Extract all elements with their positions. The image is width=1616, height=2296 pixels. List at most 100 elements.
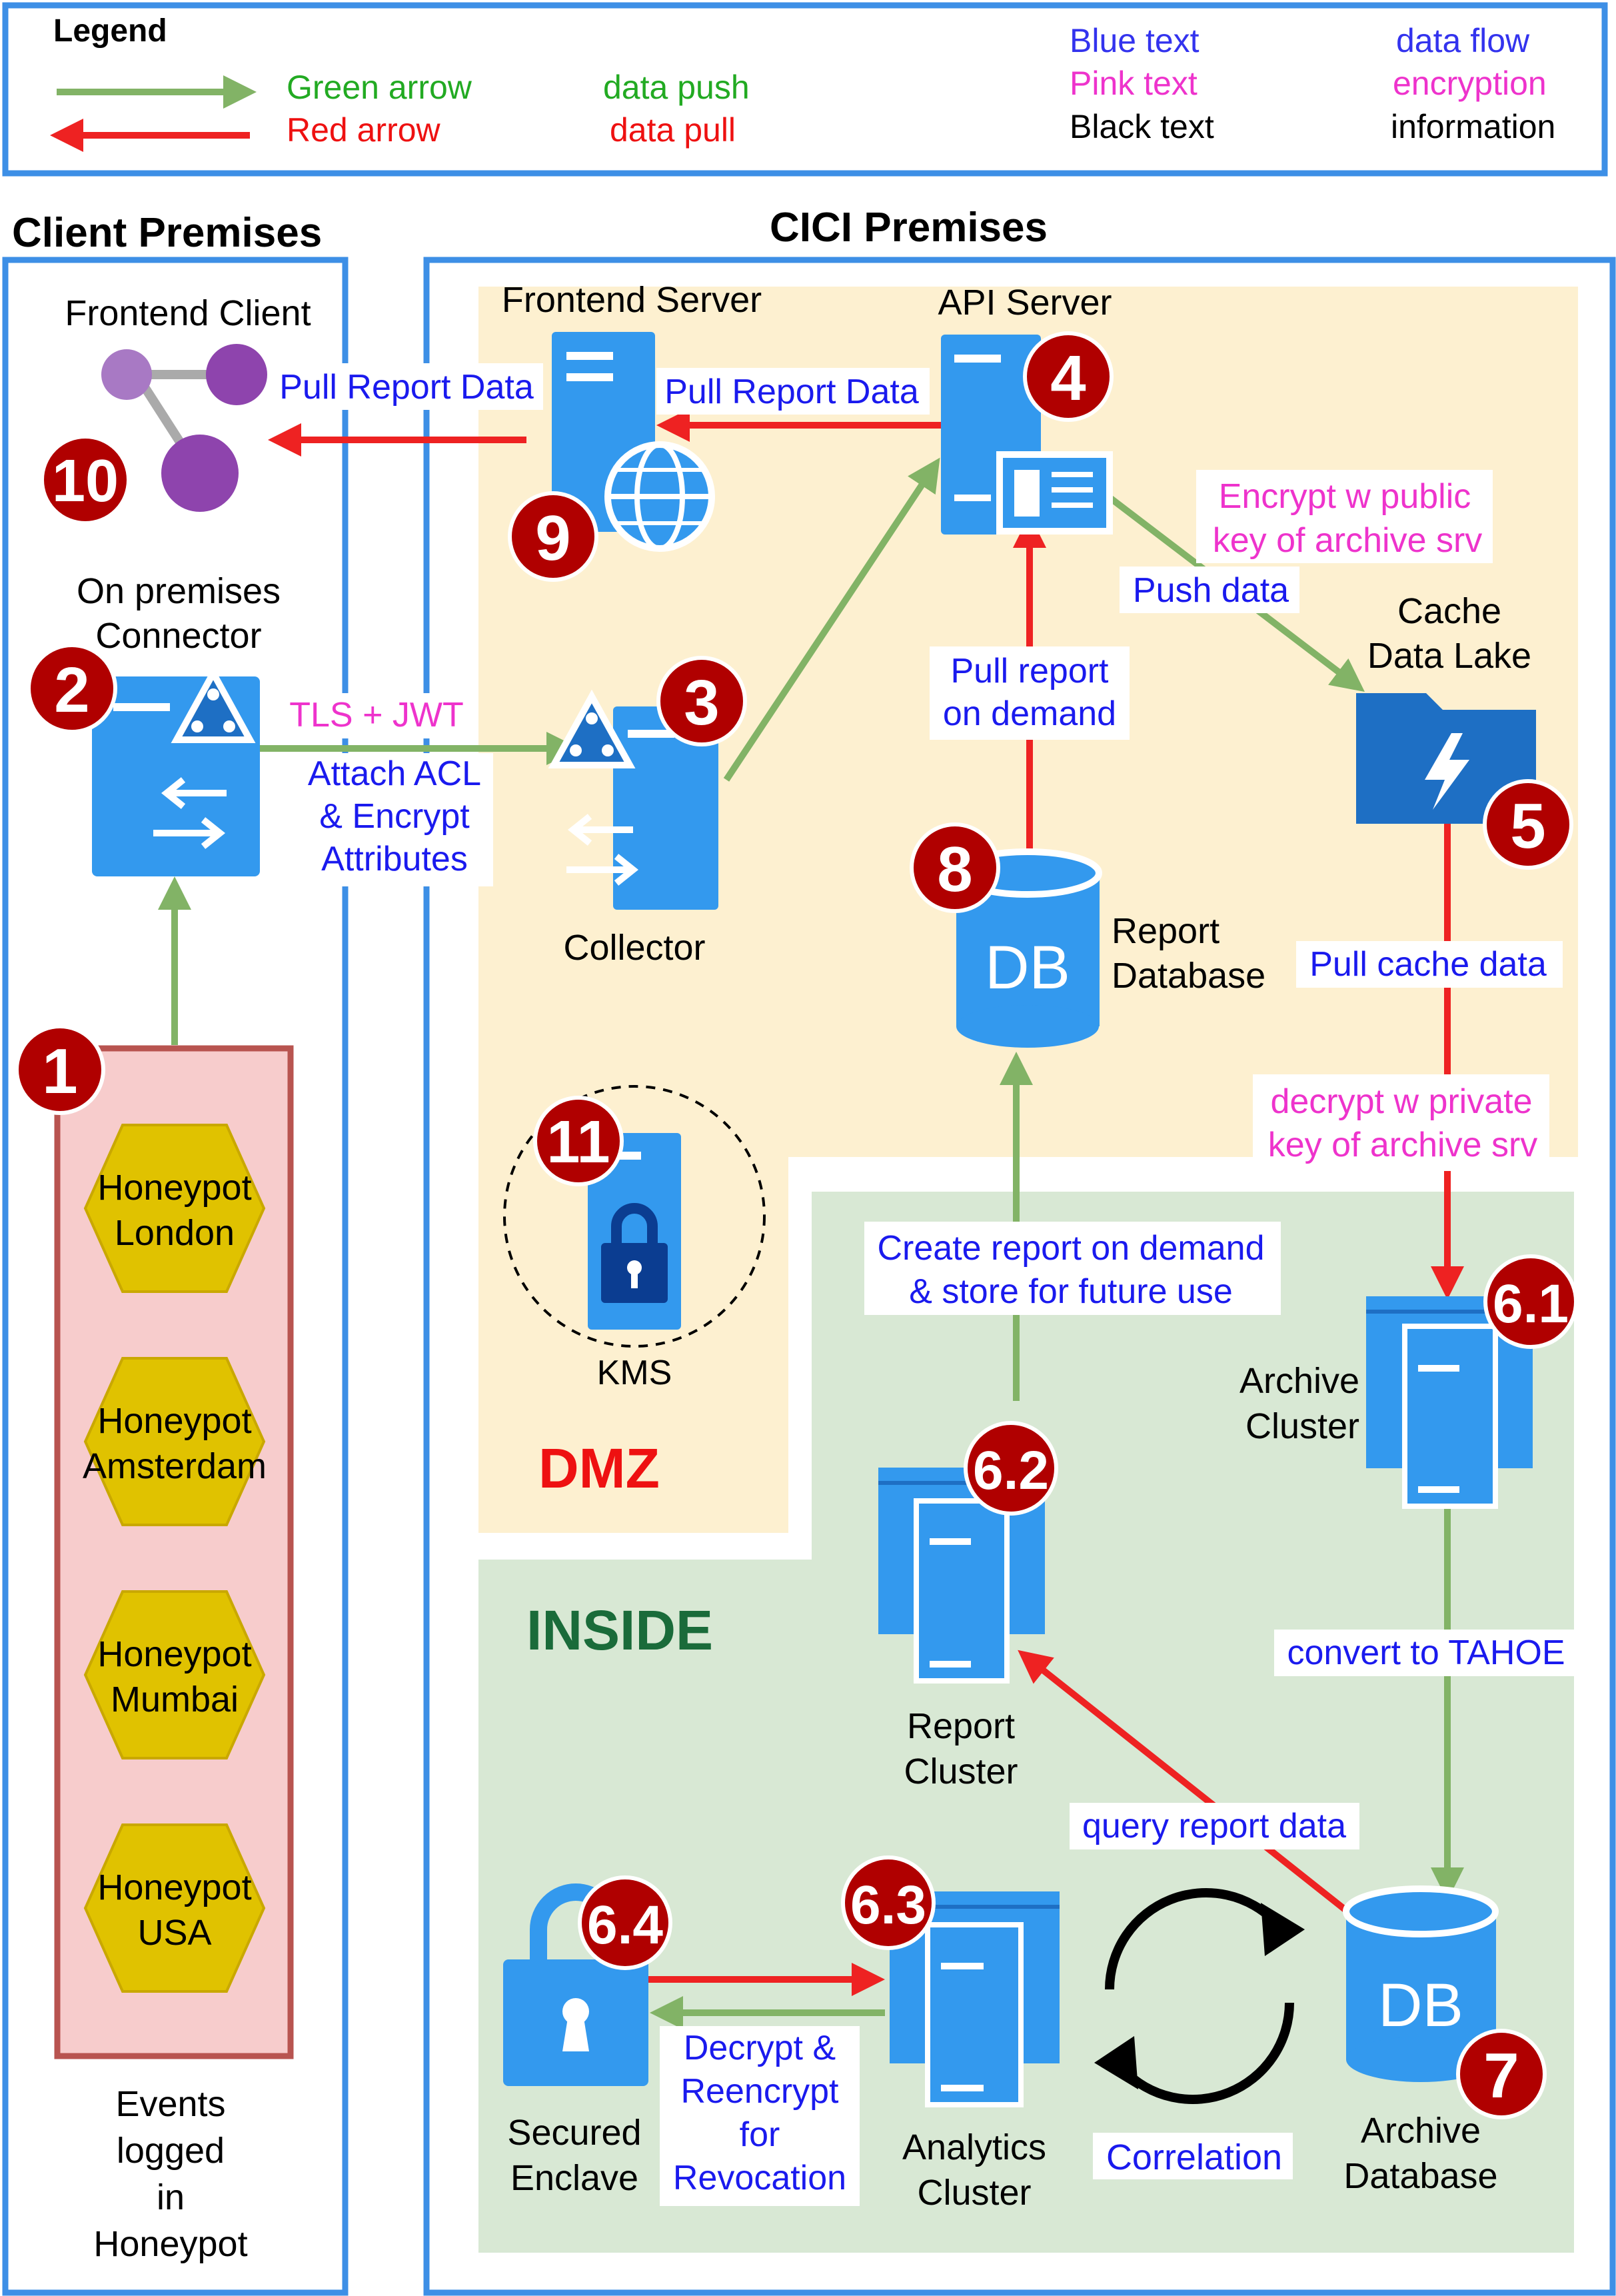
badge-6-2-text: 6.2 — [973, 1440, 1049, 1501]
badge-1-text: 1 — [42, 1036, 77, 1107]
badges: 1 2 3 4 5 6.1 6.2 6.3 6.4 7 8 9 10 11 — [15, 331, 1578, 2119]
api-server-label: API Server — [938, 283, 1112, 323]
label-decrypt-reencrypt-line4: Revocation — [673, 2159, 846, 2197]
label-pull-on-demand-line2: on demand — [943, 694, 1116, 733]
report-cluster-label-line2: Cluster — [904, 1751, 1018, 1791]
honeypot-usa-line1: Honeypot — [97, 1867, 251, 1907]
kms-boundary — [503, 1085, 766, 1348]
correlation-label: Correlation — [1106, 2137, 1282, 2177]
connector-label-line1: On premises — [77, 571, 281, 611]
badge-9: 9 — [508, 491, 598, 582]
label-tls-jwt: TLS + JWT — [289, 696, 463, 734]
archive-db-label-line1: Archive — [1361, 2111, 1481, 2151]
label-bg — [1070, 1803, 1359, 1849]
badge-1: 1 — [15, 1024, 105, 1115]
honeypot-london-line1: Honeypot — [97, 1168, 251, 1208]
label-pull-report-data-client: Pull Report Data — [279, 368, 534, 407]
events-line3: in — [157, 2177, 185, 2217]
label-decrypt-reencrypt-line3: for — [740, 2115, 780, 2154]
honeypot-mumbai-line2: Mumbai — [111, 1680, 239, 1720]
hexagon-icon — [83, 1590, 266, 1759]
arrow-archive-db-to-report-cluster — [1018, 1650, 1350, 1914]
analytics-cluster-icon — [890, 1891, 1060, 2107]
refresh-cycle-icon — [1094, 1888, 1305, 2104]
arrows — [158, 409, 1464, 2029]
honeypot-mumbai-line1: Honeypot — [97, 1634, 251, 1674]
legend: Legend Green arrow Red arrow data push d… — [2, 2, 1608, 177]
label-convert-tahoe: convert to TAHOE — [1287, 1634, 1565, 1672]
badge-8: 8 — [910, 822, 1000, 913]
honeypot-usa: Honeypot USA — [83, 1823, 266, 1993]
report-db-label-line2: Database — [1112, 956, 1265, 996]
label-bg — [1274, 1630, 1577, 1676]
label-bg — [930, 646, 1130, 740]
api-server-icon — [941, 335, 1113, 535]
analytics-label-line2: Cluster — [917, 2173, 1031, 2213]
label-bg — [656, 368, 930, 415]
label-push-data: Push data — [1133, 571, 1289, 610]
legend-information: information — [1391, 108, 1555, 145]
inside-label: INSIDE — [526, 1599, 713, 1662]
honeypot-amsterdam-line2: Amsterdam — [83, 1446, 267, 1486]
badge-6-4: 6.4 — [578, 1875, 672, 1970]
cache-label-line2: Data Lake — [1367, 636, 1531, 676]
collector-server-icon — [548, 689, 718, 910]
badge-10-text: 10 — [52, 448, 119, 515]
cache-label-line1: Cache — [1397, 591, 1501, 631]
label-decrypt-private-line1: decrypt w private — [1270, 1082, 1532, 1121]
arrow-collector-to-api — [723, 457, 940, 782]
kms-server-icon — [588, 1133, 681, 1330]
archive-db-text: DB — [1378, 1971, 1463, 2039]
label-bg — [864, 1222, 1281, 1315]
badge-7: 7 — [1456, 2029, 1547, 2119]
badge-8-text: 8 — [937, 834, 972, 905]
badge-3-text: 3 — [684, 667, 719, 738]
label-create-report-line1: Create report on demand — [877, 1229, 1264, 1268]
hexagon-icon — [83, 1823, 266, 1993]
honeypot-amsterdam: Honeypot Amsterdam — [83, 1357, 267, 1526]
badge-6-1: 6.1 — [1483, 1254, 1578, 1349]
honeypot-london-line2: London — [115, 1213, 235, 1253]
label-pull-cache-data: Pull cache data — [1309, 945, 1547, 984]
badge-6-4-text: 6.4 — [587, 1895, 663, 1955]
kms-label: KMS — [597, 1354, 672, 1392]
badge-2: 2 — [27, 643, 117, 734]
honeypot-amsterdam-line1: Honeypot — [97, 1401, 251, 1441]
events-line2: logged — [117, 2131, 225, 2171]
events-line1: Events — [115, 2084, 225, 2124]
honeypot-mumbai: Honeypot Mumbai — [83, 1590, 266, 1759]
legend-encryption: encryption — [1393, 65, 1547, 102]
legend-data-pull: data pull — [610, 111, 736, 149]
label-bg — [1120, 567, 1299, 613]
label-attach-acl-line3: Attributes — [321, 840, 468, 878]
frontend-server-label: Frontend Server — [502, 280, 762, 320]
legend-title: Legend — [53, 13, 167, 49]
label-bg — [1296, 941, 1563, 988]
hexagon-icon — [83, 1124, 266, 1293]
flow-labels: Pull Report Data Pull Report Data TLS + … — [270, 363, 1577, 2206]
legend-pink-text: Pink text — [1070, 65, 1198, 102]
archive-cluster-label-line2: Cluster — [1245, 1406, 1359, 1446]
badge-4: 4 — [1023, 331, 1114, 422]
label-attach-acl-line1: Attach ACL — [308, 754, 481, 793]
badge-3: 3 — [656, 656, 747, 746]
enclave-label-line2: Enclave — [510, 2158, 638, 2198]
badge-6-3-text: 6.3 — [850, 1875, 926, 1935]
analytics-label-line1: Analytics — [902, 2127, 1046, 2167]
inside-zone — [478, 1192, 1574, 2253]
badge-11-text: 11 — [546, 1109, 610, 1176]
legend-data-push: data push — [603, 69, 750, 106]
badge-9-text: 9 — [535, 503, 570, 574]
legend-frame — [2, 2, 1608, 177]
legend-red-arrow-label: Red arrow — [287, 111, 441, 149]
legend-black-text: Black text — [1070, 108, 1214, 145]
label-bg — [660, 2026, 860, 2206]
badge-5-text: 5 — [1510, 790, 1545, 862]
dmz-label: DMZ — [538, 1437, 660, 1500]
connector-server-icon — [92, 666, 260, 876]
hexagon-icon — [83, 1357, 266, 1526]
connector-label-line2: Connector — [95, 616, 261, 656]
report-cluster-label-line1: Report — [907, 1706, 1015, 1746]
events-caption: Events logged in Honeypot — [93, 2084, 247, 2264]
cici-premises-title: CICI Premises — [770, 205, 1048, 251]
